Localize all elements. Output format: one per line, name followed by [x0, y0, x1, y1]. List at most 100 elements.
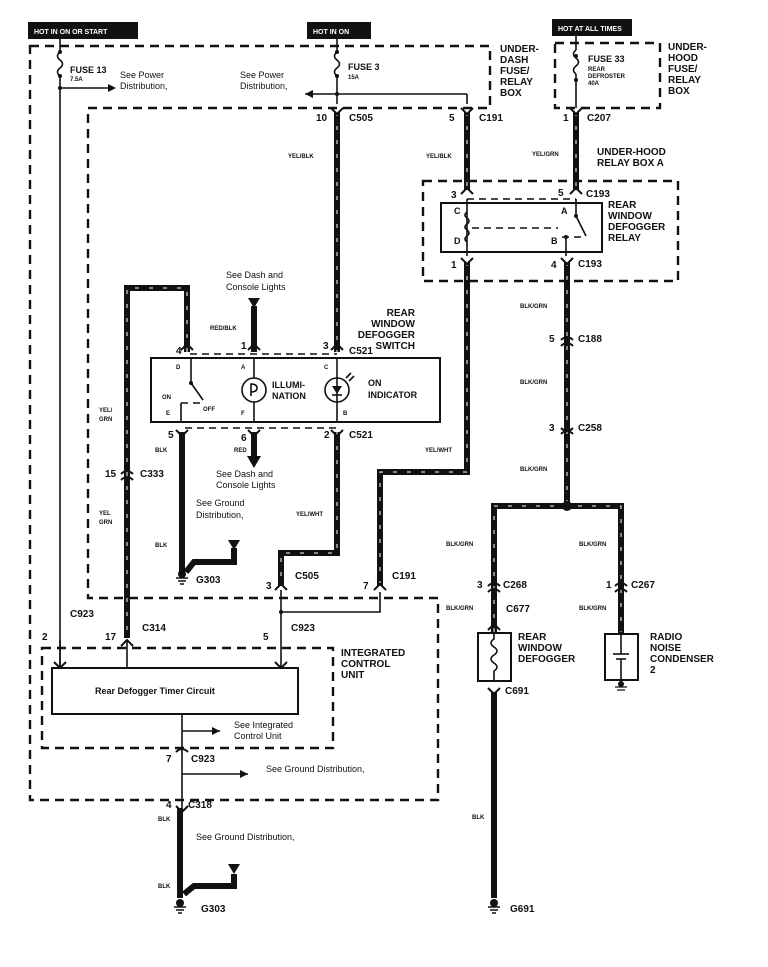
svg-text:REAR: REAR: [608, 200, 637, 211]
svg-text:A: A: [241, 365, 246, 371]
svg-text:15: 15: [105, 469, 117, 480]
radio-noise-condenser-label: RADIO NOISE CONDENSER 2: [650, 632, 715, 676]
svg-text:FUSE/: FUSE/: [668, 64, 698, 75]
under-hood-relay-box-outline: [421, 179, 680, 283]
svg-text:DEFOGGER: DEFOGGER: [518, 654, 576, 665]
svg-text:1: 1: [606, 580, 612, 591]
svg-text:C314: C314: [142, 623, 166, 634]
svg-text:BOX: BOX: [500, 88, 522, 99]
connector-c258: 3 C258: [549, 423, 602, 434]
ground-g303-bot: G303: [174, 899, 226, 915]
svg-text:See Power: See Power: [240, 70, 284, 80]
svg-text:UNDER-: UNDER-: [668, 42, 707, 53]
svg-text:5: 5: [449, 113, 455, 124]
defogger-switch-label: REAR WINDOW DEFOGGER SWITCH: [358, 308, 416, 352]
see-ground-note-2: See Ground Distribution,: [266, 764, 365, 774]
svg-text:RADIO: RADIO: [650, 632, 682, 643]
under-dash-box-outline: [28, 44, 492, 802]
svg-text:BLK/GRN: BLK/GRN: [446, 606, 473, 612]
defogger-relay-internals: C D A B: [454, 199, 587, 256]
svg-text:C191: C191: [479, 113, 503, 124]
svg-text:SWITCH: SWITCH: [376, 341, 415, 352]
integrated-control-unit-label: INTEGRATED CONTROL UNIT: [341, 648, 405, 681]
wire-color-labels: YEL/BLK YEL/BLK YEL/GRN RED/BLK YEL/ GRN…: [99, 152, 606, 890]
svg-text:INTEGRATED: INTEGRATED: [341, 648, 405, 659]
svg-text:DEFOGGER: DEFOGGER: [358, 330, 416, 341]
svg-text:RELAY: RELAY: [500, 77, 533, 88]
svg-text:CONDENSER: CONDENSER: [650, 654, 715, 665]
svg-text:YEL/GRN: YEL/GRN: [532, 152, 559, 158]
defogger-relay-label: REAR WINDOW DEFOGGER RELAY: [608, 200, 666, 244]
splice-point: [562, 501, 572, 511]
svg-text:RELAY: RELAY: [668, 75, 701, 86]
connector-c505-top: 10 C505: [316, 113, 373, 124]
svg-text:See Integrated: See Integrated: [234, 720, 293, 730]
svg-text:C923: C923: [70, 609, 94, 620]
defogger-switch-body: [150, 357, 441, 423]
rear-window-defogger-label: REAR WINDOW DEFOGGER: [518, 632, 576, 665]
svg-text:2: 2: [42, 632, 48, 643]
svg-text:Console Lights: Console Lights: [226, 282, 286, 292]
svg-text:FUSE/: FUSE/: [500, 66, 530, 77]
wire-yel-grn-switch: [124, 285, 190, 638]
wire-yel-wht-switch: [278, 432, 340, 586]
svg-text:BLK/GRN: BLK/GRN: [520, 467, 547, 473]
see-dash-note-2: See Dash and Console Lights: [216, 469, 276, 490]
svg-text:5: 5: [263, 632, 269, 643]
connector-c268: 3 C268: [477, 580, 527, 591]
svg-text:4: 4: [551, 260, 557, 271]
svg-text:UNDER-: UNDER-: [500, 44, 539, 55]
svg-text:NATION: NATION: [272, 391, 306, 401]
svg-text:C267: C267: [631, 580, 655, 591]
svg-text:ON: ON: [368, 378, 382, 388]
svg-text:YEL/: YEL/: [99, 408, 113, 414]
connector-c505-bot: 3 C505: [266, 571, 319, 592]
svg-text:B: B: [343, 411, 348, 417]
svg-text:BOX: BOX: [668, 86, 690, 97]
hot-in-on-or-start-label: HOT IN ON OR START: [28, 22, 138, 39]
connector-c923-left: 2 C923: [42, 609, 94, 643]
connector-c677: C677: [506, 604, 530, 615]
svg-text:YEL/WHT: YEL/WHT: [296, 512, 323, 518]
connector-c923-mid: 5 C923: [263, 623, 315, 643]
see-icu-note: See Integrated Control Unit: [234, 720, 293, 741]
svg-text:BLK: BLK: [155, 543, 168, 549]
svg-text:5: 5: [558, 188, 564, 199]
svg-text:Distribution,: Distribution,: [120, 81, 168, 91]
svg-text:G303: G303: [196, 575, 221, 586]
svg-text:C: C: [454, 206, 461, 216]
svg-text:C258: C258: [578, 423, 602, 434]
svg-text:1: 1: [241, 341, 247, 352]
connector-c193: 3 5 C193 1 4 C193: [451, 188, 610, 271]
svg-text:Control Unit: Control Unit: [234, 731, 282, 741]
svg-text:5: 5: [549, 334, 555, 345]
svg-text:ILLUMI-: ILLUMI-: [272, 380, 305, 390]
connector-c691: C691: [505, 686, 529, 697]
svg-text:C521: C521: [349, 346, 373, 357]
svg-text:INDICATOR: INDICATOR: [368, 390, 418, 400]
svg-text:3: 3: [266, 581, 272, 592]
fuse-33-rating: 40A: [588, 81, 600, 87]
capacitor-icon: [613, 634, 629, 691]
svg-text:RELAY: RELAY: [608, 233, 641, 244]
under-hood-fuse-box-outline: [553, 41, 662, 110]
svg-text:BLK: BLK: [158, 817, 171, 823]
svg-text:REAR: REAR: [588, 67, 606, 73]
switch-notes: See Dash and Console Lights: [226, 270, 286, 292]
connector-c188: 5 C188: [549, 334, 602, 345]
under-dash-box-label: UNDER- DASH FUSE/ RELAY BOX: [500, 44, 539, 99]
svg-text:RED: RED: [234, 448, 247, 454]
svg-text:OFF: OFF: [203, 407, 215, 413]
fuse-33-name: FUSE 33: [588, 54, 625, 64]
svg-text:See Power: See Power: [120, 70, 164, 80]
svg-text:G303: G303: [201, 904, 226, 915]
connector-c207: 1 C207: [563, 113, 611, 124]
svg-text:C: C: [324, 365, 329, 371]
svg-text:HOOD: HOOD: [668, 53, 698, 64]
ground-g691: G691: [488, 899, 535, 915]
connector-c267: 1 C267: [606, 580, 655, 591]
svg-text:G691: G691: [510, 904, 535, 915]
wire-blk-grn-split: [491, 503, 624, 632]
svg-text:DEFOGGER: DEFOGGER: [608, 222, 666, 233]
timer-circuit-box: [51, 667, 299, 715]
